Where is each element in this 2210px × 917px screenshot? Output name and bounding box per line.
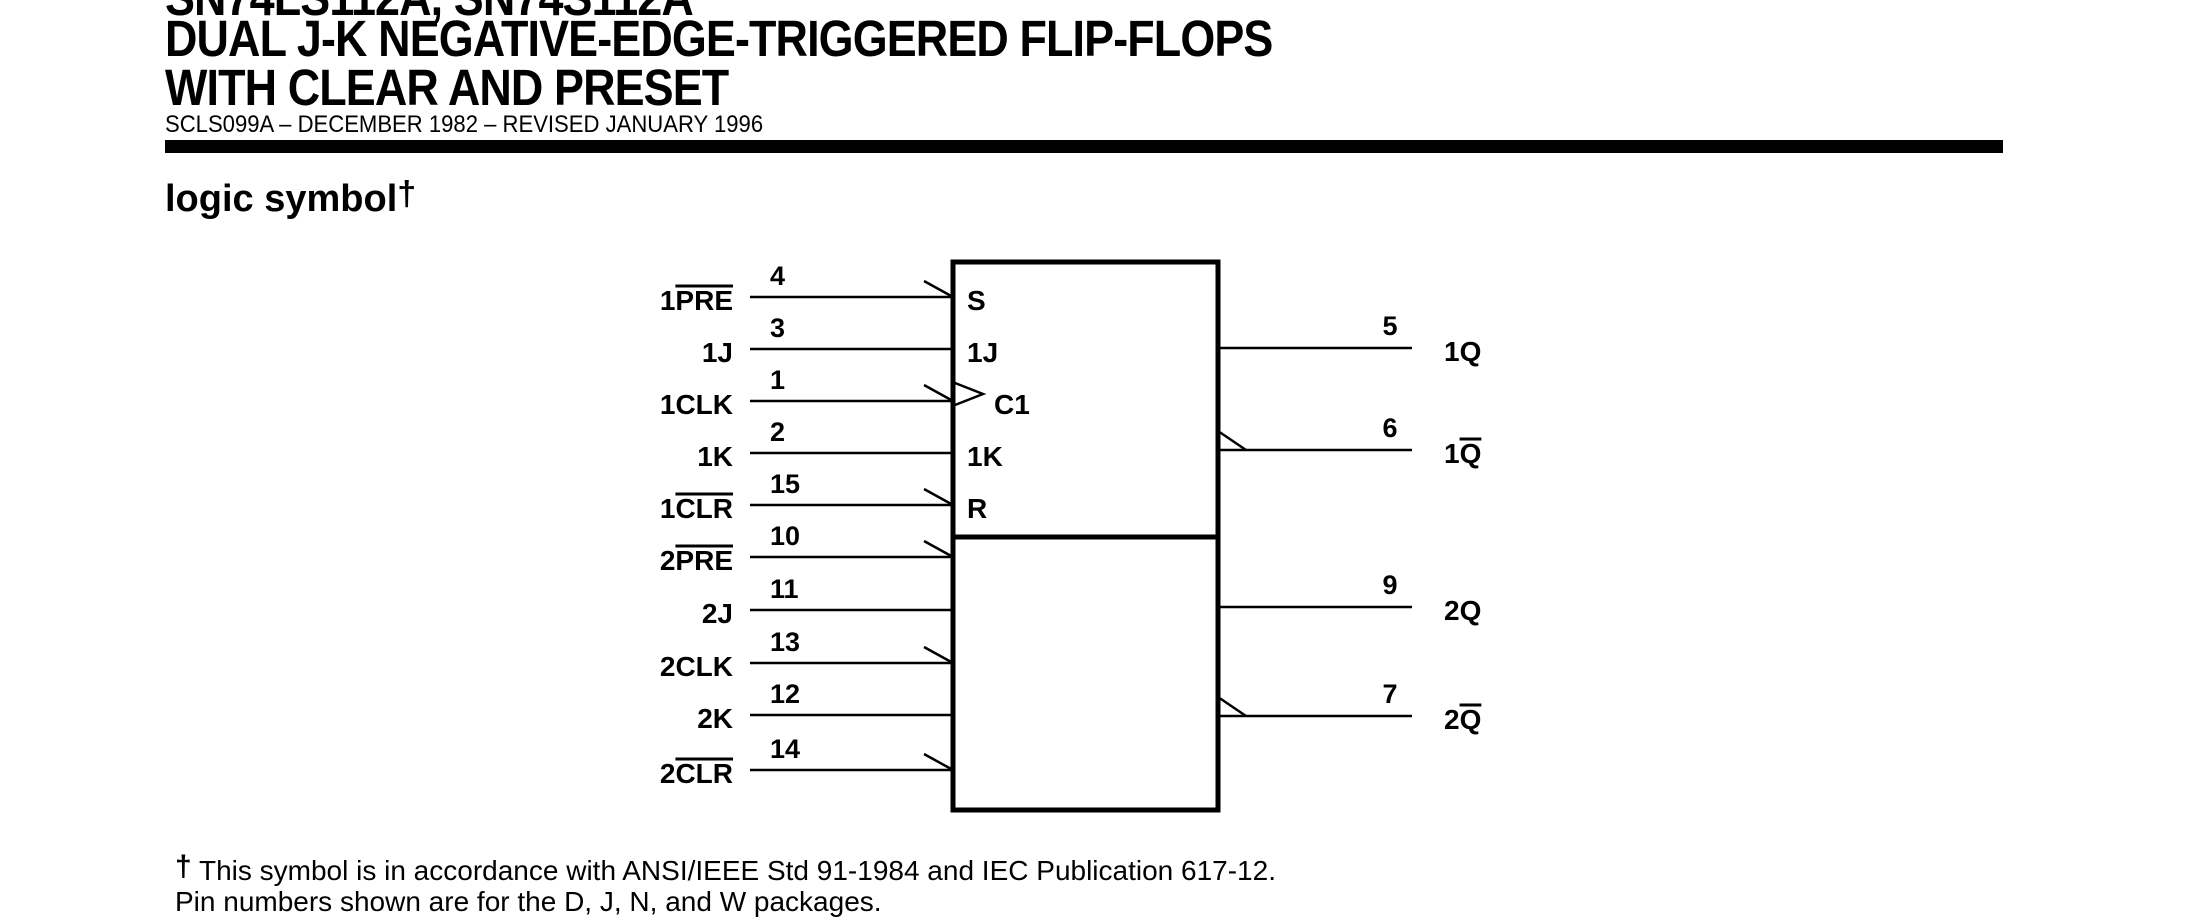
pin-number: 1 <box>770 365 785 395</box>
signal-label: 2K <box>697 703 733 734</box>
footnote-line-1: This symbol is in accordance with ANSI/I… <box>198 855 1276 886</box>
footnote-line-2: Pin numbers shown are for the D, J, N, a… <box>175 886 882 917</box>
pin-number: 6 <box>1382 413 1397 443</box>
section-title: logic symbol <box>165 178 398 220</box>
negation-indicator <box>923 279 954 299</box>
negation-indicator <box>923 645 954 665</box>
footnote-1: † This symbol is in accordance with ANSI… <box>175 852 1276 885</box>
block-labels: S 1J C1 1K R <box>967 285 1030 524</box>
signal-label: 1Q <box>1444 438 1481 469</box>
negation-indicator <box>923 383 954 403</box>
input-2clk: 13 2CLK <box>660 627 954 682</box>
negation-indicator <box>923 539 954 559</box>
output-2q-bar: 7 2Q <box>1217 679 1482 735</box>
input-1clr: 15 1CLR <box>660 469 954 524</box>
footnote-dagger: † <box>175 850 192 883</box>
signal-label: 2J <box>702 598 733 629</box>
block-label-r: R <box>967 493 987 524</box>
output-2q: 9 2Q <box>1218 570 1481 626</box>
input-2pre: 10 2PRE <box>660 521 954 576</box>
input-2k: 12 2K <box>697 679 953 734</box>
title-line-2: DUAL J-K NEGATIVE-EDGE-TRIGGERED FLIP-FL… <box>165 10 1273 67</box>
header-rule <box>165 140 2003 153</box>
pin-number: 3 <box>770 313 785 343</box>
pin-number: 12 <box>770 679 800 709</box>
output-1q: 5 1Q <box>1218 311 1481 367</box>
signal-label: 1CLR <box>660 493 733 524</box>
input-1pre: 4 1PRE <box>660 261 954 316</box>
negation-indicator <box>1217 695 1247 718</box>
clock-dynamic-indicator <box>954 381 987 407</box>
pin-number: 4 <box>770 261 785 291</box>
signal-label: 2CLR <box>660 758 733 789</box>
title-line-1: SN74LS112A, SN74S112A <box>165 0 694 23</box>
signal-label: 2PRE <box>660 545 733 576</box>
pin-number: 15 <box>770 469 800 499</box>
signal-label: 2Q <box>1444 595 1481 626</box>
signal-label: 1J <box>702 337 733 368</box>
section-dagger: † <box>397 175 417 213</box>
signal-label: 1K <box>697 441 733 472</box>
output-pins: 5 1Q 6 1Q 9 2Q 7 2Q <box>1217 311 1482 735</box>
input-pins: 41PRE31J11CLK21K151CLR102PRE112J132CLK12… <box>660 261 954 789</box>
block-label-c1: C1 <box>994 389 1030 420</box>
negation-indicator <box>1217 429 1247 452</box>
input-1k: 2 1K <box>697 417 953 472</box>
signal-label: 2Q <box>1444 704 1481 735</box>
block-label-1j: 1J <box>967 337 998 368</box>
negation-indicator <box>923 752 954 772</box>
pin-number: 14 <box>770 734 800 764</box>
signal-label: 1PRE <box>660 285 733 316</box>
output-1q-bar: 6 1Q <box>1217 413 1482 469</box>
pin-number: 5 <box>1382 311 1397 341</box>
flip-flop-1-block <box>950 259 1221 540</box>
input-1clk: 1 1CLK <box>660 365 954 420</box>
input-2clr: 14 2CLR <box>660 734 954 789</box>
signal-label: 1CLK <box>660 389 733 420</box>
title-line-3: WITH CLEAR AND PRESET <box>165 59 729 116</box>
input-2j: 11 2J <box>702 574 953 629</box>
signal-label: 1Q <box>1444 336 1481 367</box>
block-label-1k: 1K <box>967 441 1003 472</box>
pin-number: 13 <box>770 627 800 657</box>
document-reference: SCLS099A – DECEMBER 1982 – REVISED JANUA… <box>165 111 764 138</box>
pin-number: 10 <box>770 521 800 551</box>
signal-label: 2CLK <box>660 651 733 682</box>
section-heading: logic symbol† <box>165 175 416 218</box>
flip-flop-2-block <box>950 534 1221 813</box>
pin-number: 7 <box>1382 679 1397 709</box>
input-1j: 3 1J <box>702 313 953 368</box>
pin-number: 9 <box>1382 570 1397 600</box>
pin-number: 11 <box>770 574 799 604</box>
negation-indicator <box>923 487 954 507</box>
pin-number: 2 <box>770 417 785 447</box>
block-label-s: S <box>967 285 986 316</box>
